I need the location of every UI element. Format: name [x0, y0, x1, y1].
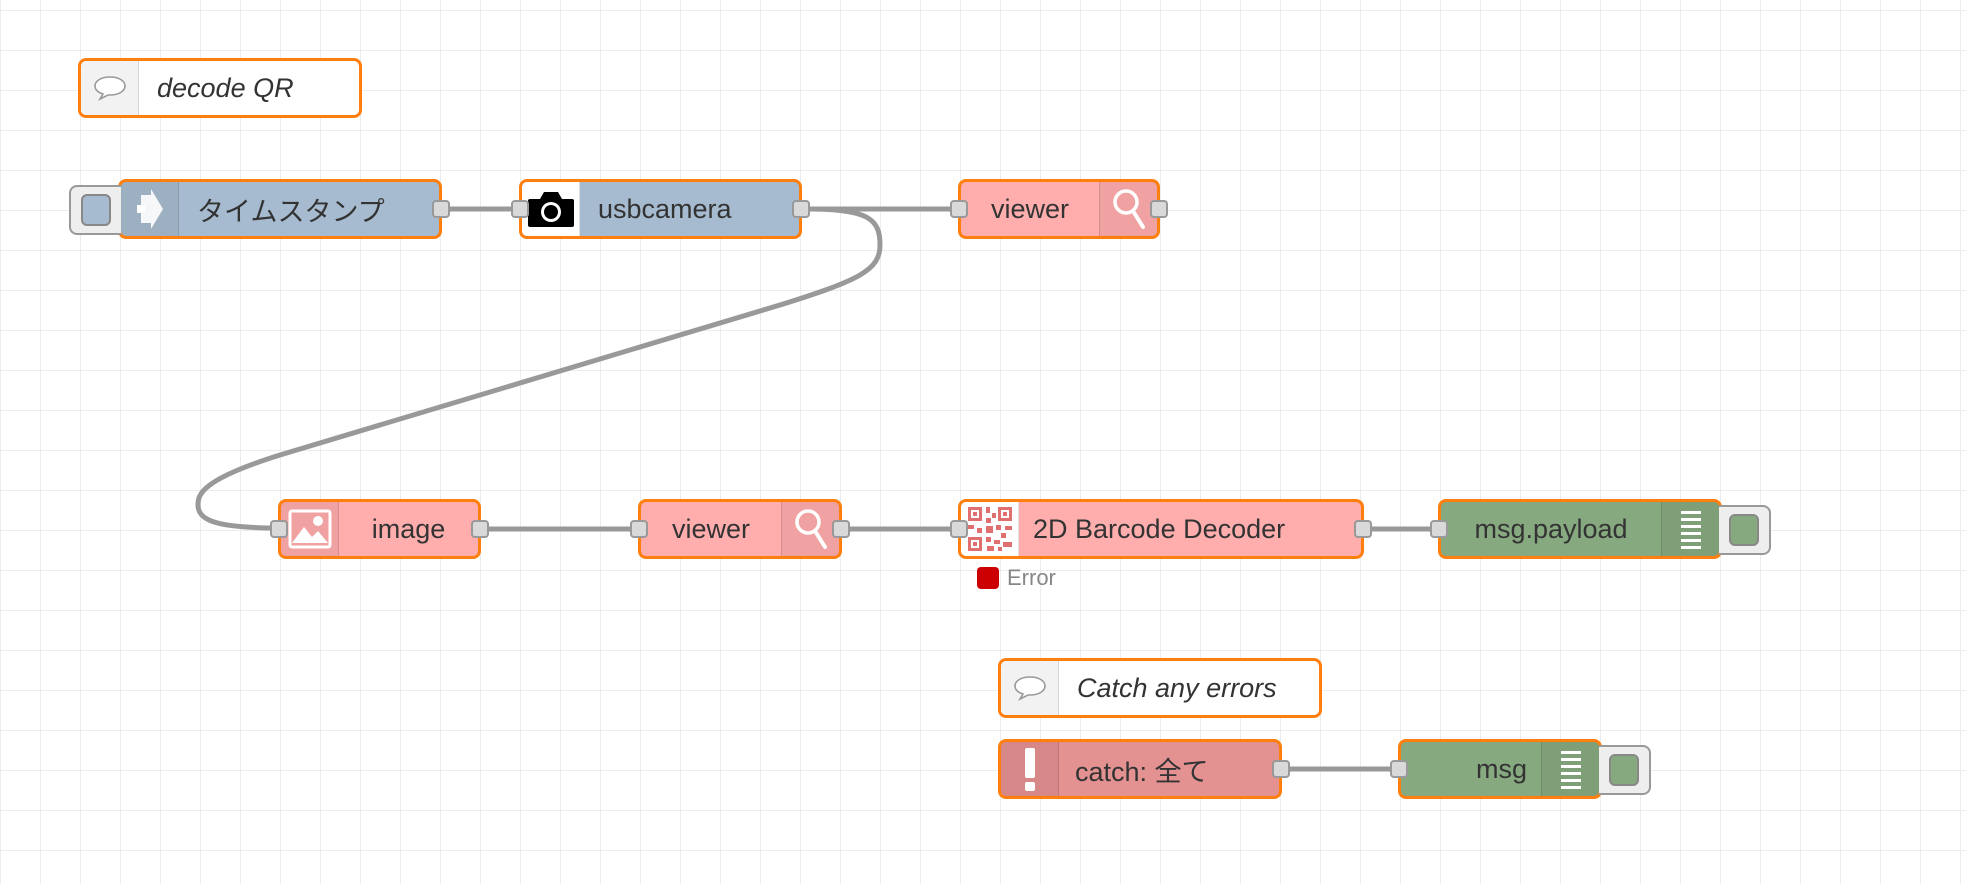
inject-button-face: [81, 194, 111, 226]
barcode-label: 2D Barcode Decoder: [1033, 513, 1286, 544]
comment-icon: [1001, 661, 1059, 715]
barcode-decoder-node[interactable]: 2D Barcode Decoder Error: [950, 499, 1372, 590]
barcode-output-port[interactable]: [1354, 520, 1372, 538]
viewer-top-label: viewer: [990, 193, 1070, 224]
usbcamera-output-port[interactable]: [792, 200, 810, 218]
list-icon: [1541, 742, 1599, 796]
camera-icon: [522, 182, 580, 236]
wire-usbcamera-to-image[interactable]: [195, 206, 883, 531]
catch-label: catch: 全て: [1075, 756, 1209, 787]
magnifier-icon: [781, 502, 839, 556]
viewer-mid-output-port[interactable]: [832, 520, 850, 538]
inject-output-port[interactable]: [432, 200, 450, 218]
image-input-port[interactable]: [270, 520, 288, 538]
barcode-status-text: Error: [1007, 565, 1056, 590]
catch-node[interactable]: catch: 全て: [998, 739, 1290, 799]
inject-button[interactable]: [69, 185, 121, 235]
magnifier-icon: [1099, 182, 1157, 236]
error-status-icon: [977, 567, 999, 589]
comment-decode-qr[interactable]: decode QR: [78, 58, 362, 118]
debug-toggle-face: [1609, 754, 1639, 786]
inject-label: タイムスタンプ: [197, 196, 385, 227]
viewer-top-output-port[interactable]: [1150, 200, 1168, 218]
image-node[interactable]: image: [270, 499, 489, 559]
inject-node[interactable]: タイムスタンプ: [69, 179, 450, 239]
msg-payload-label: msg.payload: [1474, 513, 1628, 544]
debug-msg-payload-node[interactable]: msg.payload: [1430, 499, 1771, 559]
exclamation-icon: [1001, 742, 1059, 796]
debug-msg-payload-toggle-button[interactable]: [1719, 505, 1771, 555]
comment-icon: [81, 61, 139, 115]
comment-catch-errors[interactable]: Catch any errors: [998, 658, 1322, 718]
viewer-top-input-port[interactable]: [950, 200, 968, 218]
usbcamera-node[interactable]: usbcamera: [511, 179, 810, 239]
msg-input-port[interactable]: [1390, 760, 1408, 778]
image-output-port[interactable]: [471, 520, 489, 538]
debug-msg-toggle-button[interactable]: [1599, 745, 1651, 795]
viewer-mid-node[interactable]: viewer: [630, 499, 850, 559]
arrow-in-icon: [121, 182, 179, 236]
qr-code-icon: [961, 502, 1019, 556]
debug-toggle-face: [1729, 514, 1759, 546]
msg-payload-input-port[interactable]: [1430, 520, 1448, 538]
viewer-mid-input-port[interactable]: [630, 520, 648, 538]
image-label: image: [371, 513, 446, 544]
barcode-input-port[interactable]: [950, 520, 968, 538]
picture-icon: [281, 502, 339, 556]
list-icon: [1661, 502, 1719, 556]
viewer-mid-label: viewer: [671, 513, 751, 544]
barcode-status: Error: [977, 565, 1056, 591]
debug-msg-node[interactable]: msg: [1390, 739, 1651, 799]
comment-label: Catch any errors: [1077, 672, 1277, 703]
usbcamera-label: usbcamera: [598, 193, 732, 224]
usbcamera-input-port[interactable]: [511, 200, 529, 218]
comment-label: decode QR: [157, 72, 294, 103]
catch-output-port[interactable]: [1272, 760, 1290, 778]
msg-label: msg: [1475, 753, 1527, 784]
viewer-top-node[interactable]: viewer: [950, 179, 1168, 239]
